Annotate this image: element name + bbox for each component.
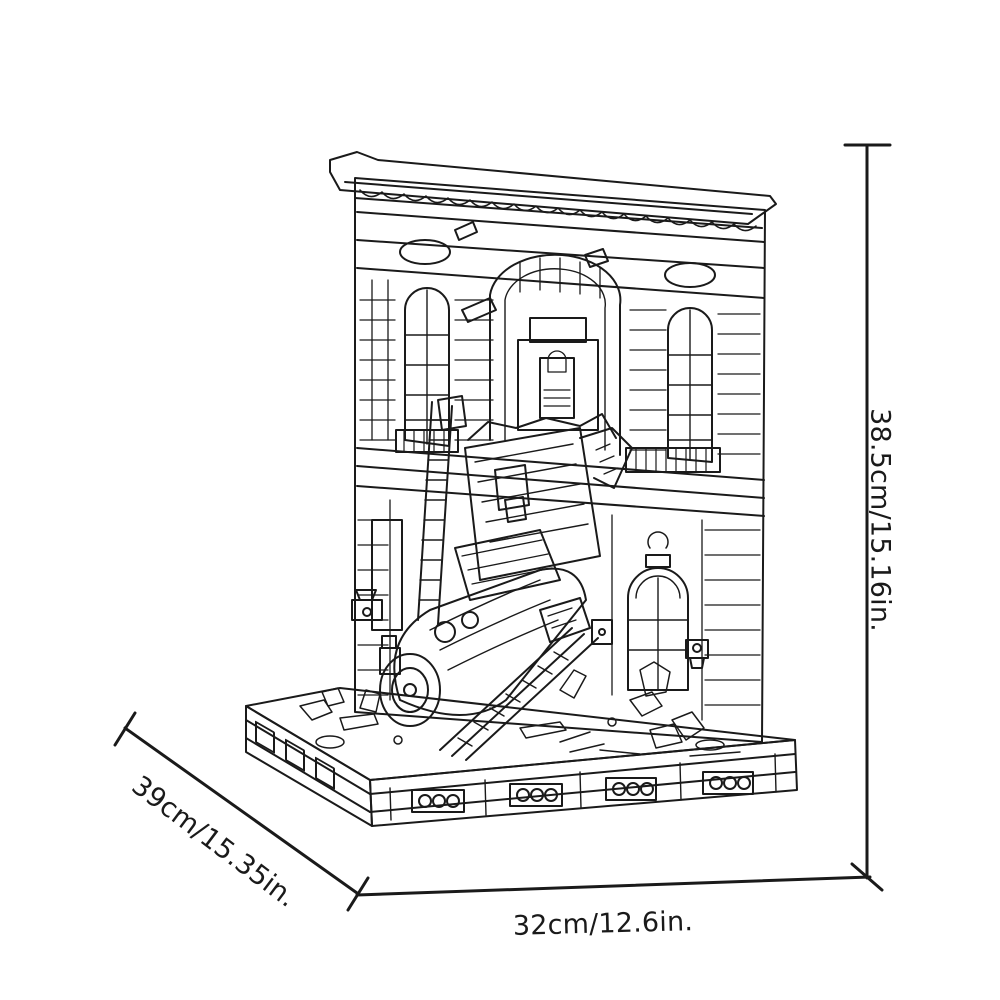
width-dimension-line (355, 875, 872, 897)
fallen-rails (439, 627, 599, 761)
fire-escape-ladder (417, 395, 467, 625)
building-facade (329, 151, 777, 743)
width-dimension-label: 32cm/12.6in. (512, 906, 694, 942)
model-base (245, 687, 798, 827)
right-arched-window (625, 307, 721, 473)
locomotive (379, 567, 591, 727)
left-arched-window (395, 287, 459, 453)
base-front-tiles (411, 771, 754, 813)
ground-debris (299, 661, 741, 757)
cornice (329, 151, 777, 243)
lower-right-arched-door (627, 531, 709, 691)
collapsed-truck-wreck (454, 413, 633, 601)
lower-left-door (351, 519, 403, 631)
central-arch (454, 221, 622, 456)
height-dimension-label: 38.5cm/15.16in. (864, 408, 896, 632)
